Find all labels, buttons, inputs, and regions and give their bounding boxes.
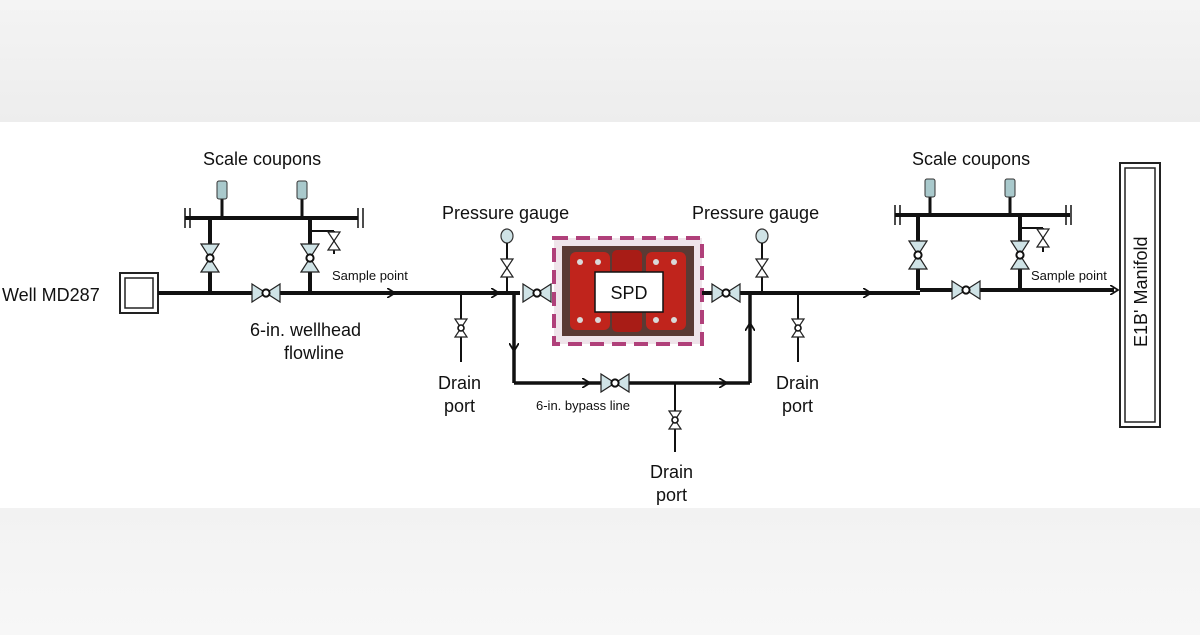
scale-coupons-left-label: Scale coupons bbox=[203, 149, 321, 169]
scale-coupons-right-label: Scale coupons bbox=[912, 149, 1030, 169]
drain-bottom-label-2: port bbox=[656, 485, 687, 505]
drain-left-label-1: Drain bbox=[438, 373, 481, 393]
coupon-icon bbox=[924, 178, 936, 198]
spd-label: SPD bbox=[610, 283, 647, 303]
left-coupon-assembly bbox=[184, 180, 364, 293]
pressure-gauge-left-label: Pressure gauge bbox=[442, 203, 569, 223]
right-pressure-gauge bbox=[755, 228, 769, 293]
gauge-icon bbox=[755, 228, 769, 244]
gauge-icon bbox=[500, 228, 514, 244]
drain-bottom-label-1: Drain bbox=[650, 462, 693, 482]
left-drain bbox=[454, 293, 468, 362]
drain-right-label-1: Drain bbox=[776, 373, 819, 393]
right-drain bbox=[791, 293, 805, 362]
well-box bbox=[119, 272, 159, 314]
spd-unit bbox=[552, 236, 704, 346]
coupon-icon bbox=[296, 180, 308, 200]
top-band bbox=[0, 0, 1200, 122]
bottom-band bbox=[0, 508, 1200, 630]
manifold-box bbox=[1119, 162, 1161, 428]
well-label: Well MD287 bbox=[2, 285, 100, 305]
drain-right-label-2: port bbox=[782, 396, 813, 416]
sample-point-left-label: Sample point bbox=[332, 268, 408, 283]
flowline-label-2: flowline bbox=[284, 343, 344, 363]
left-pressure-gauge bbox=[500, 228, 514, 293]
drain-left-label-2: port bbox=[444, 396, 475, 416]
right-coupon-assembly bbox=[894, 178, 1072, 290]
sample-point-right-label: Sample point bbox=[1031, 268, 1107, 283]
bypass-line bbox=[514, 293, 750, 452]
coupon-icon bbox=[216, 180, 228, 200]
bypass-label: 6-in. bypass line bbox=[536, 398, 630, 413]
pressure-gauge-right-label: Pressure gauge bbox=[692, 203, 819, 223]
manifold-label: E1B' Manifold bbox=[1131, 237, 1151, 348]
coupon-icon bbox=[1004, 178, 1016, 198]
flowline-label-1: 6-in. wellhead bbox=[250, 320, 361, 340]
